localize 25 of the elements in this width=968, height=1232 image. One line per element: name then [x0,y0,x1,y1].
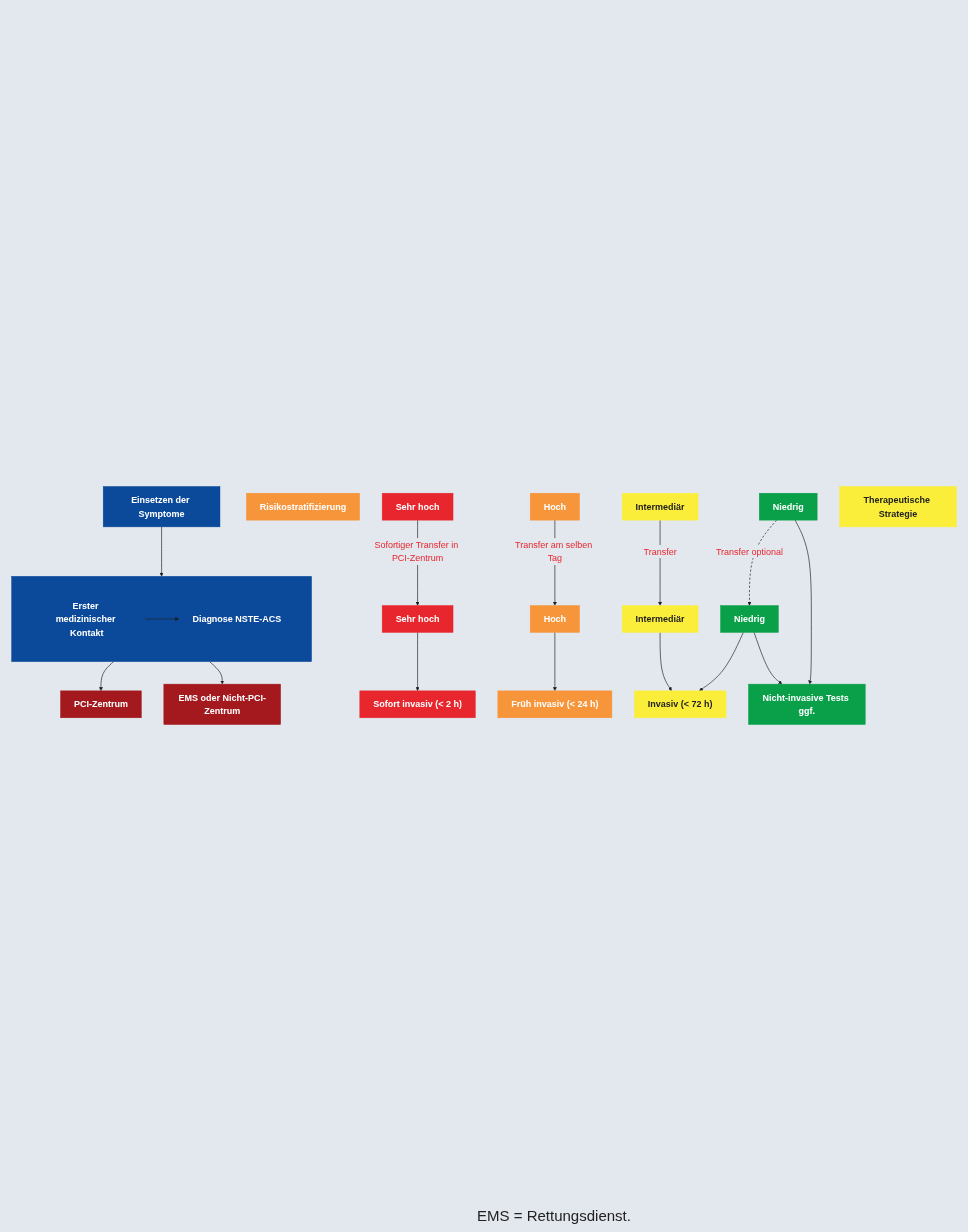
node-box: Sehr hoch [381,605,454,633]
edge-label: Transfer am selben Tag [515,539,593,564]
node-box: Niedrig [720,605,779,633]
node-box: Einsetzen der Symptome [102,486,221,528]
edge-label: Transfer optional [715,546,783,557]
node-text: Diagnose NSTE-ACS [192,614,282,624]
node-box: Früh invasiv (< 24 h) [497,690,613,719]
node-box: PCI-Zentrum [60,690,142,719]
footnote: EMS = Rettungsdienst. [477,1207,631,1224]
edge-label: Sofortiger Transfer in PCI-Zentrum [374,539,459,564]
node-box: Intermediär [621,605,699,633]
node-text: Erster medizinischer Kontakt [55,600,116,638]
node-box: Risikostratifizierung [246,492,360,521]
node-box: EMS oder Nicht-PCI-Zentrum [163,683,281,725]
node-box: Hoch [529,492,580,521]
node-box: Niedrig [759,492,818,521]
node-box: Therapeutische Strategie [839,486,957,528]
node-box: Sehr hoch [381,492,454,521]
node-box: Hoch [529,605,580,633]
node-box: Nicht-invasive Tests ggf. [748,683,866,725]
edge-label: Transfer [643,546,677,557]
node-box: Invasiv (< 72 h) [634,690,727,719]
node-box: Sofort invasiv (< 2 h) [359,690,476,719]
node-box: Intermediär [621,492,699,521]
cluster [11,576,312,662]
